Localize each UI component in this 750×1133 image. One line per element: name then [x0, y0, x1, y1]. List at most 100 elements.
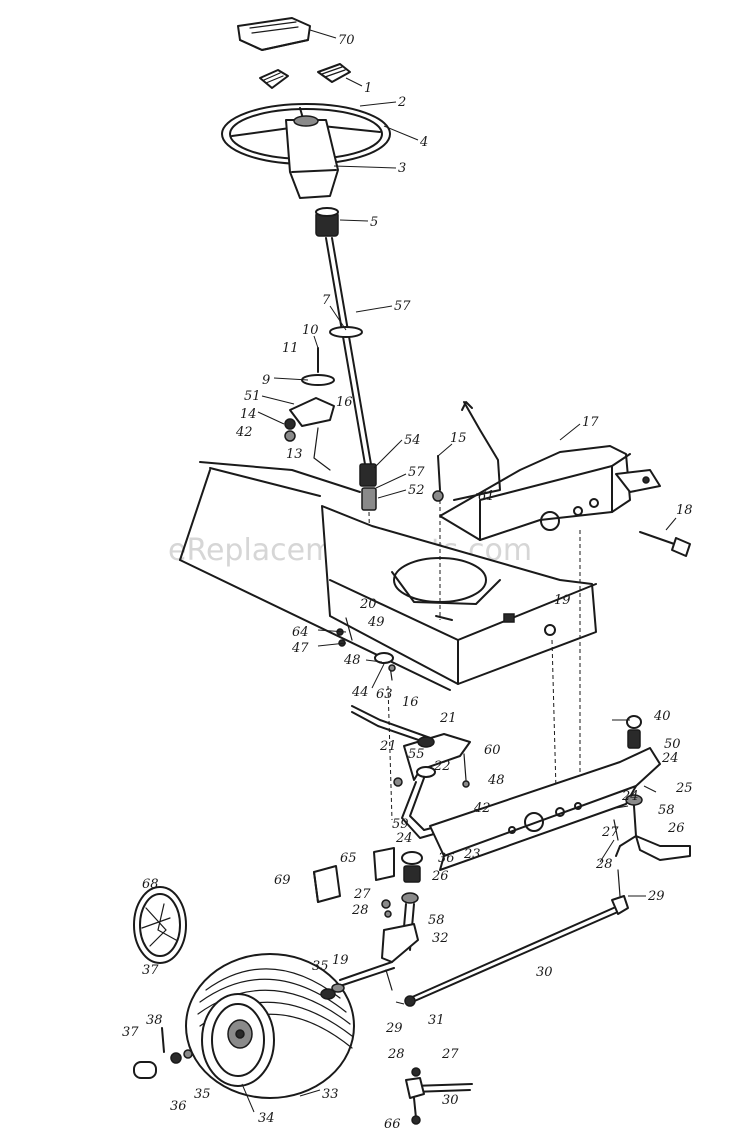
- callout-27-low: 27: [441, 1047, 459, 1062]
- callout-33: 33: [322, 1087, 339, 1102]
- callout-24-right-low: 24: [621, 789, 639, 804]
- callout-48-top: 48: [343, 653, 361, 668]
- callout-30-low: 30: [442, 1093, 459, 1108]
- part-70-wheel-cap: [237, 17, 311, 51]
- callout-70: 70: [338, 33, 355, 48]
- part-1-wheel-inserts: [259, 63, 351, 89]
- callout-11: 11: [282, 341, 299, 356]
- callout-36-mid: 36: [438, 851, 455, 866]
- frame-hardware: [336, 617, 396, 681]
- callout-labels: 70 1 2 4 3 5 7 57 10 11 9 51 16 14 42 13…: [122, 33, 693, 1132]
- callout-63: 63: [376, 687, 393, 702]
- callout-69: 69: [274, 873, 291, 888]
- callout-44: 44: [351, 685, 369, 700]
- callout-32: 32: [432, 931, 449, 946]
- callout-23: 23: [463, 847, 481, 862]
- part-5-bushing: [315, 207, 339, 237]
- callout-55: 55: [408, 747, 425, 762]
- part-17-bracket: [439, 445, 661, 541]
- callout-57-top: 57: [394, 299, 411, 314]
- callout-58-right: 58: [658, 803, 675, 818]
- callout-5: 5: [370, 215, 378, 230]
- callout-14: 14: [240, 407, 257, 422]
- callout-61: 61: [478, 489, 495, 504]
- callout-64: 64: [292, 625, 309, 640]
- part-15-bolt: [432, 455, 444, 620]
- callout-16-top: 16: [336, 395, 353, 410]
- callout-19-low: 19: [332, 953, 349, 968]
- callout-10: 10: [302, 323, 319, 338]
- part-16-drag-link: [351, 705, 437, 747]
- callout-21-top: 21: [439, 711, 457, 726]
- callout-35-low: 35: [194, 1087, 211, 1102]
- part-4-steering-wheel: [221, 103, 391, 199]
- callout-68: 68: [142, 877, 159, 892]
- part-61-cable: [453, 401, 501, 501]
- callout-59: 59: [392, 817, 409, 832]
- wheel-hardware: [133, 983, 345, 1079]
- callout-29-left: 29: [385, 1021, 403, 1036]
- left-spindle: [339, 847, 423, 991]
- callout-18: 18: [676, 503, 693, 518]
- callout-27-left: 27: [353, 887, 371, 902]
- callout-26-right: 26: [667, 821, 685, 836]
- callout-37-low: 37: [122, 1025, 139, 1040]
- callout-1: 1: [364, 81, 372, 96]
- callout-2: 2: [397, 95, 406, 110]
- callout-4: 4: [419, 135, 428, 150]
- callout-21-left: 21: [379, 739, 397, 754]
- callout-49: 49: [367, 615, 385, 630]
- callout-16-mid: 16: [402, 695, 419, 710]
- callout-26-mid: 26: [431, 869, 449, 884]
- part-33-tire: [185, 953, 355, 1099]
- callout-30-mid: 30: [536, 965, 553, 980]
- part-30-tie-rod: [404, 869, 629, 1007]
- tie-rod-end: [405, 1067, 473, 1125]
- callout-42-top: 42: [235, 425, 253, 440]
- callout-48-mid: 48: [487, 773, 505, 788]
- callout-29-right: 29: [647, 889, 665, 904]
- callout-31: 31: [428, 1013, 445, 1028]
- callout-25: 25: [675, 781, 693, 796]
- callout-28-left: 28: [351, 903, 369, 918]
- callout-47: 47: [291, 641, 309, 656]
- callout-leaders: [241, 29, 677, 1113]
- callout-28-low: 28: [387, 1047, 405, 1062]
- callout-35-top: 35: [312, 959, 329, 974]
- callout-54: 54: [404, 433, 421, 448]
- right-spindle: [613, 715, 691, 861]
- assembly-guide-lines: [387, 530, 581, 821]
- callout-22: 22: [433, 759, 451, 774]
- part-68-hubcap: [133, 886, 187, 964]
- callout-9: 9: [262, 373, 270, 388]
- callout-13: 13: [286, 447, 303, 462]
- callout-20: 20: [359, 597, 377, 612]
- part-69-bracket: [313, 865, 341, 903]
- callout-27-right: 27: [601, 825, 619, 840]
- callout-42-mid: 42: [473, 801, 491, 816]
- callout-51: 51: [244, 389, 261, 404]
- part-18-bolt: [639, 531, 691, 557]
- callout-28-right: 28: [595, 857, 613, 872]
- callout-66: 66: [384, 1117, 401, 1132]
- callout-57-mid: 57: [408, 465, 425, 480]
- callout-65: 65: [340, 851, 357, 866]
- steering-bracket-parts: [284, 347, 335, 471]
- callout-34: 34: [258, 1111, 275, 1126]
- callout-24-right: 24: [661, 751, 679, 766]
- callout-52: 52: [408, 483, 425, 498]
- callout-36-low: 36: [170, 1099, 187, 1114]
- callout-40: 40: [653, 709, 671, 724]
- callout-60: 60: [484, 743, 501, 758]
- callout-50: 50: [664, 737, 681, 752]
- callout-37-left: 37: [142, 963, 159, 978]
- callout-15: 15: [450, 431, 467, 446]
- callout-19: 19: [554, 593, 571, 608]
- callout-3: 3: [398, 161, 406, 176]
- callout-7: 7: [322, 293, 331, 308]
- callout-24-mid: 24: [395, 831, 413, 846]
- callout-17: 17: [582, 415, 599, 430]
- callout-58-left: 58: [428, 913, 445, 928]
- steering-shaft: [325, 237, 377, 561]
